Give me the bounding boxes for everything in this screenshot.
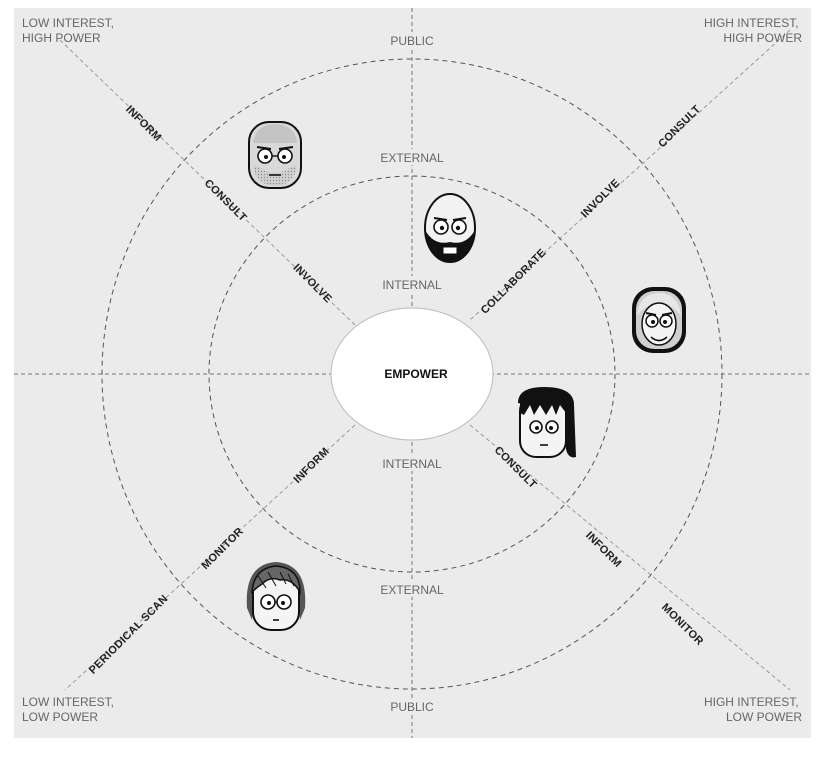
corner-bottom-right-line-1: HIGH INTEREST, (704, 695, 799, 709)
corner-top-left: LOW INTEREST, HIGH POWER (22, 16, 117, 45)
ring-label-internal-top: INTERNAL (382, 278, 442, 292)
diagonal-bottom-left (64, 424, 356, 691)
diagonal-top-left (59, 39, 356, 326)
rings (101, 58, 723, 690)
bearded-bald-face-icon (424, 193, 476, 263)
corner-bottom-left-line-2: LOW POWER (22, 710, 98, 724)
ring-label-external-top: EXTERNAL (380, 151, 444, 165)
ring-label-backgrounds (376, 32, 448, 714)
ring-label-external-bottom: EXTERNAL (380, 583, 444, 597)
diagonal-bottom-right (469, 424, 791, 691)
ring-label-internal-bottom: INTERNAL (382, 457, 442, 471)
diagonal-top-right (469, 29, 791, 321)
corner-top-right: HIGH INTEREST, HIGH POWER (704, 16, 802, 45)
diagonal-lines (59, 29, 791, 691)
corner-top-left-line-2: HIGH POWER (22, 31, 101, 45)
ring-label-public-bottom: PUBLIC (390, 700, 434, 714)
corner-bottom-left-line-1: LOW INTEREST, (22, 695, 114, 709)
ring-label-public-top: PUBLIC (390, 34, 434, 48)
corner-bottom-left: LOW INTEREST, LOW POWER (22, 695, 117, 724)
corner-bottom-right: HIGH INTEREST, LOW POWER (704, 695, 802, 724)
corner-top-right-line-1: HIGH INTEREST, (704, 16, 799, 30)
bald-glasses-face-icon (248, 121, 302, 189)
bangs-glasses-face-icon (246, 562, 306, 631)
corner-top-right-line-2: HIGH POWER (723, 31, 802, 45)
outer-ring (101, 58, 723, 690)
gray-hair-face-icon (632, 287, 686, 353)
center-label: EMPOWER (384, 367, 448, 381)
dark-hair-woman-face-icon (518, 387, 576, 458)
empower-ellipse (330, 307, 494, 441)
middle-ring (208, 175, 616, 573)
corner-bottom-right-line-2: LOW POWER (726, 710, 802, 724)
corner-top-left-line-1: LOW INTEREST, (22, 16, 114, 30)
